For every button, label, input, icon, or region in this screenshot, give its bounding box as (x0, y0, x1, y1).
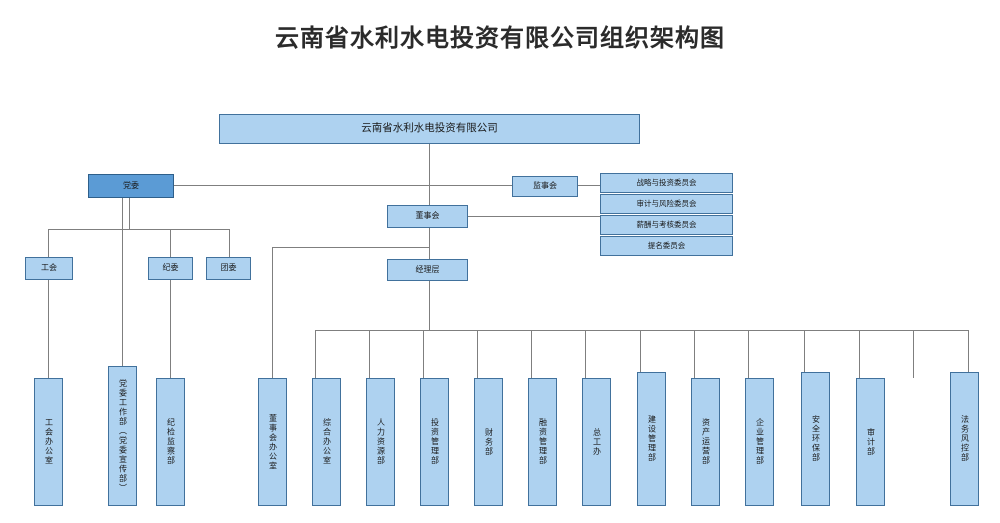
connector-dept-drop-11 (859, 330, 860, 378)
node-label: 人力资源部 (376, 418, 386, 466)
node-label: 总工办 (592, 427, 602, 457)
connector-company-to-board (429, 185, 430, 205)
node-dept-union-office[interactable]: 工会办公室 (34, 378, 63, 506)
node-label: 融资管理部 (538, 418, 548, 466)
connector-board-left-branch (272, 247, 430, 248)
connector-supervisors-stub (496, 185, 512, 186)
node-label: 综合办公室 (322, 418, 332, 466)
connector-company-stem (429, 144, 430, 185)
node-dept-audit[interactable]: 审计部 (856, 378, 885, 506)
connector-board-to-committees (468, 216, 600, 217)
node-label: 安全环保部 (811, 415, 821, 463)
node-dept-party-work[interactable]: 党委工作部（党委宣传部） (108, 366, 137, 506)
node-label: 企业管理部 (755, 418, 765, 466)
node-board-of-directors[interactable]: 董事会 (387, 205, 468, 228)
connector-dept-drop-9 (748, 330, 749, 378)
connector-discipline-drop (170, 229, 171, 257)
node-party-committee[interactable]: 党委 (88, 174, 174, 198)
connector-board-to-management (429, 228, 430, 262)
connector-dept-drop-12 (913, 330, 914, 378)
node-label: 审计部 (866, 427, 876, 457)
node-label: 董事会办公室 (268, 413, 278, 471)
node-label: 投资管理部 (430, 418, 440, 466)
node-dept-financing-management[interactable]: 融资管理部 (528, 378, 557, 506)
node-dept-safety-environment[interactable]: 安全环保部 (801, 372, 830, 506)
node-dept-enterprise-management[interactable]: 企业管理部 (745, 378, 774, 506)
connector-party-work-dept-drop (122, 198, 123, 378)
node-label: 纪检监察部 (166, 418, 176, 466)
node-dept-legal-risk-control[interactable]: 法务风控部 (950, 372, 979, 506)
node-dept-chief-engineer-office[interactable]: 总工办 (582, 378, 611, 506)
node-dept-general-office[interactable]: 综合办公室 (312, 378, 341, 506)
node-committee-nomination[interactable]: 提名委员会 (600, 236, 733, 256)
node-label: 建设管理部 (647, 415, 657, 463)
node-dept-asset-operation[interactable]: 资产运营部 (691, 378, 720, 506)
connector-dept-drop-1 (315, 330, 316, 378)
node-committee-compensation-assessment[interactable]: 薪酬与考核委员会 (600, 215, 733, 235)
node-committee-audit-risk[interactable]: 审计与风险委员会 (600, 194, 733, 214)
connector-dept-drop-7 (640, 330, 641, 378)
node-management[interactable]: 经理层 (387, 259, 468, 281)
connector-dept-drop-10 (804, 330, 805, 378)
node-labor-union[interactable]: 工会 (25, 257, 73, 280)
connector-dept-drop-6 (585, 330, 586, 378)
node-label: 工会办公室 (44, 418, 54, 466)
connector-management-stem (429, 281, 430, 330)
node-discipline-committee[interactable]: 纪委 (148, 257, 193, 280)
node-board-of-supervisors[interactable]: 监事会 (512, 176, 578, 197)
connector-party-bus (48, 229, 229, 230)
node-dept-discipline-inspection[interactable]: 纪检监察部 (156, 378, 185, 506)
node-dept-construction-management[interactable]: 建设管理部 (637, 372, 666, 506)
node-dept-board-office[interactable]: 董事会办公室 (258, 378, 287, 506)
connector-party-to-board-bus (174, 185, 620, 186)
connector-board-office-drop (272, 247, 273, 378)
connector-dept-drop-2 (369, 330, 370, 378)
connector-party-stem (129, 198, 130, 229)
node-committee-strategy-investment[interactable]: 战略与投资委员会 (600, 173, 733, 193)
node-dept-investment-management[interactable]: 投资管理部 (420, 378, 449, 506)
connector-departments-bus (315, 330, 968, 331)
connector-union-office-drop (48, 280, 49, 378)
connector-union-drop (48, 229, 49, 257)
node-company[interactable]: 云南省水利水电投资有限公司 (219, 114, 640, 144)
connector-dept-drop-5 (531, 330, 532, 378)
node-label: 资产运营部 (701, 418, 711, 466)
connector-dept-drop-4 (477, 330, 478, 378)
node-dept-finance[interactable]: 财务部 (474, 378, 503, 506)
node-dept-human-resources[interactable]: 人力资源部 (366, 378, 395, 506)
connector-youth-drop (229, 229, 230, 257)
connector-dept-drop-8 (694, 330, 695, 378)
page-title: 云南省水利水电投资有限公司组织架构图 (275, 24, 725, 52)
connector-dept-drop-3 (423, 330, 424, 378)
node-youth-league[interactable]: 团委 (206, 257, 251, 280)
connector-inspection-drop (170, 280, 171, 378)
node-label: 财务部 (484, 427, 494, 457)
connector-dept-drop-13 (968, 330, 969, 378)
node-label: 法务风控部 (960, 415, 970, 463)
node-label: 党委工作部（党委宣传部） (118, 379, 128, 493)
